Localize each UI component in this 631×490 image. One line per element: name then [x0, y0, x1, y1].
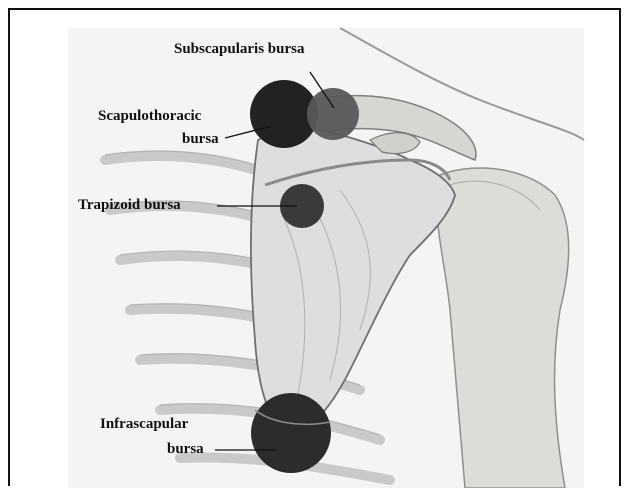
infrascapular-label-line2: bursa: [167, 440, 204, 458]
scapulothoracic-label-line2: bursa: [182, 130, 219, 148]
infrascapular-label-line1: Infrascapular: [100, 415, 188, 433]
scapulothoracic-label-line1: Scapulothoracic: [98, 107, 201, 125]
subscapularis-bursa-icon: [307, 88, 359, 140]
trapizoid-label: Trapizoid bursa: [78, 196, 181, 214]
subscapularis-label: Subscapularis bursa: [174, 40, 304, 58]
infrascapular-bursa-icon: [251, 393, 331, 473]
figure-frame: Subscapularis bursa Scapulothoracic burs…: [8, 8, 621, 486]
